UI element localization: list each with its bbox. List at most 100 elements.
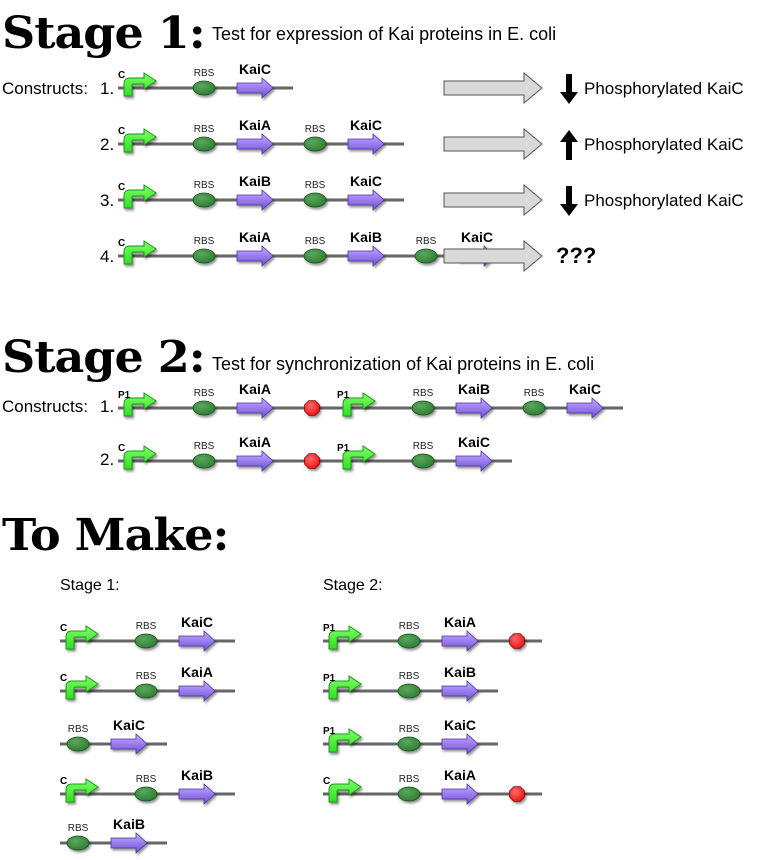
- promoter-icon: [328, 728, 362, 753]
- stage2-constructs-label: Constructs:: [2, 397, 88, 416]
- gene-label: KaiA: [239, 434, 271, 450]
- promoter-icon: [123, 128, 157, 153]
- rbs-icon: [192, 248, 216, 264]
- promoter-icon: [342, 392, 376, 417]
- gene-arrow-icon: [178, 783, 216, 805]
- rbs-icon: [192, 453, 216, 469]
- promoter-icon: [123, 445, 157, 470]
- gene-arrow-icon: [110, 733, 148, 755]
- s1-result-text-4: ???: [556, 243, 597, 268]
- gene-label: KaiA: [444, 614, 476, 630]
- promoter-icon: [123, 184, 157, 209]
- promoter-icon: [65, 675, 99, 700]
- s2-construct-number-1: 1.: [100, 397, 115, 416]
- rbs-label: RBS: [68, 823, 89, 834]
- gene-label: KaiA: [181, 664, 213, 680]
- gene-arrow-icon: [236, 397, 274, 419]
- gene-label: KaiA: [239, 117, 271, 133]
- promoter-icon: [328, 675, 362, 700]
- rbs-icon: [66, 835, 90, 851]
- s1-result-text-2: Phosphorylated KaiC: [584, 135, 744, 154]
- gene-arrow-icon: [441, 680, 479, 702]
- gene-arrow-icon: [110, 832, 148, 854]
- gene-arrow-icon: [566, 397, 604, 419]
- terminator-icon: [304, 453, 320, 469]
- rbs-label: RBS: [68, 724, 89, 735]
- promoter-icon: [123, 240, 157, 265]
- gene-label: KaiC: [458, 434, 490, 450]
- promoter-label: C: [60, 623, 67, 634]
- s1-result-text-3: Phosphorylated KaiC: [584, 191, 744, 210]
- gene-label: KaiC: [350, 117, 382, 133]
- gene-label: KaiA: [239, 229, 271, 245]
- rbs-icon: [303, 248, 327, 264]
- rbs-icon: [397, 683, 421, 699]
- down-arrow-icon: [560, 186, 578, 216]
- gene-label: KaiA: [444, 767, 476, 783]
- rbs-icon: [192, 80, 216, 96]
- rbs-label: RBS: [136, 774, 157, 785]
- gene-label: KaiB: [458, 381, 490, 397]
- gene-arrow-icon: [455, 397, 493, 419]
- rbs-icon: [414, 248, 438, 264]
- rbs-icon: [397, 633, 421, 649]
- result-arrow-3: [443, 183, 543, 217]
- result-arrow-4: [443, 239, 543, 273]
- stage1-constructs-label: Constructs:: [2, 79, 88, 98]
- to-make-title: To Make:: [2, 509, 229, 561]
- stage1-title: Stage 1:: [2, 7, 206, 59]
- gene-arrow-icon: [347, 189, 385, 211]
- gene-label: KaiB: [350, 229, 382, 245]
- gene-arrow-icon: [455, 450, 493, 472]
- rbs-icon: [192, 192, 216, 208]
- rbs-icon: [192, 136, 216, 152]
- gene-arrow-icon: [236, 450, 274, 472]
- gene-label: KaiC: [239, 61, 271, 77]
- promoter-icon: [123, 392, 157, 417]
- rbs-icon: [522, 400, 546, 416]
- rbs-icon: [411, 400, 435, 416]
- rbs-icon: [303, 192, 327, 208]
- rbs-icon: [192, 400, 216, 416]
- gene-label: KaiB: [181, 767, 213, 783]
- gene-label: KaiC: [350, 173, 382, 189]
- rbs-label: RBS: [305, 180, 326, 191]
- promoter-icon: [328, 625, 362, 650]
- to-make-stage1-label: Stage 1:: [60, 577, 120, 594]
- promoter-icon: [65, 778, 99, 803]
- result-arrow-2: [443, 127, 543, 161]
- promoter-label: C: [60, 673, 67, 684]
- promoter-label: C: [118, 126, 125, 137]
- gene-arrow-icon: [236, 189, 274, 211]
- rbs-label: RBS: [194, 180, 215, 191]
- promoter-label: P1: [323, 673, 336, 684]
- gene-label: KaiC: [113, 717, 145, 733]
- gene-arrow-icon: [441, 733, 479, 755]
- promoter-label: P1: [337, 443, 350, 454]
- stage2-title: Stage 2:: [2, 331, 206, 383]
- rbs-label: RBS: [413, 441, 434, 452]
- promoter-label: C: [118, 70, 125, 81]
- gene-label: KaiC: [569, 381, 601, 397]
- to-make-stage2-label: Stage 2:: [323, 577, 383, 594]
- gene-label: KaiC: [461, 229, 493, 245]
- gene-label: KaiA: [239, 381, 271, 397]
- rbs-icon: [411, 453, 435, 469]
- rbs-icon: [134, 633, 158, 649]
- s1-result-text-1: Phosphorylated KaiC: [584, 79, 744, 98]
- rbs-label: RBS: [413, 388, 434, 399]
- rbs-label: RBS: [194, 124, 215, 135]
- gene-arrow-icon: [236, 133, 274, 155]
- rbs-label: RBS: [194, 236, 215, 247]
- gene-arrow-icon: [441, 783, 479, 805]
- s1-construct-number-3: 3.: [100, 191, 115, 210]
